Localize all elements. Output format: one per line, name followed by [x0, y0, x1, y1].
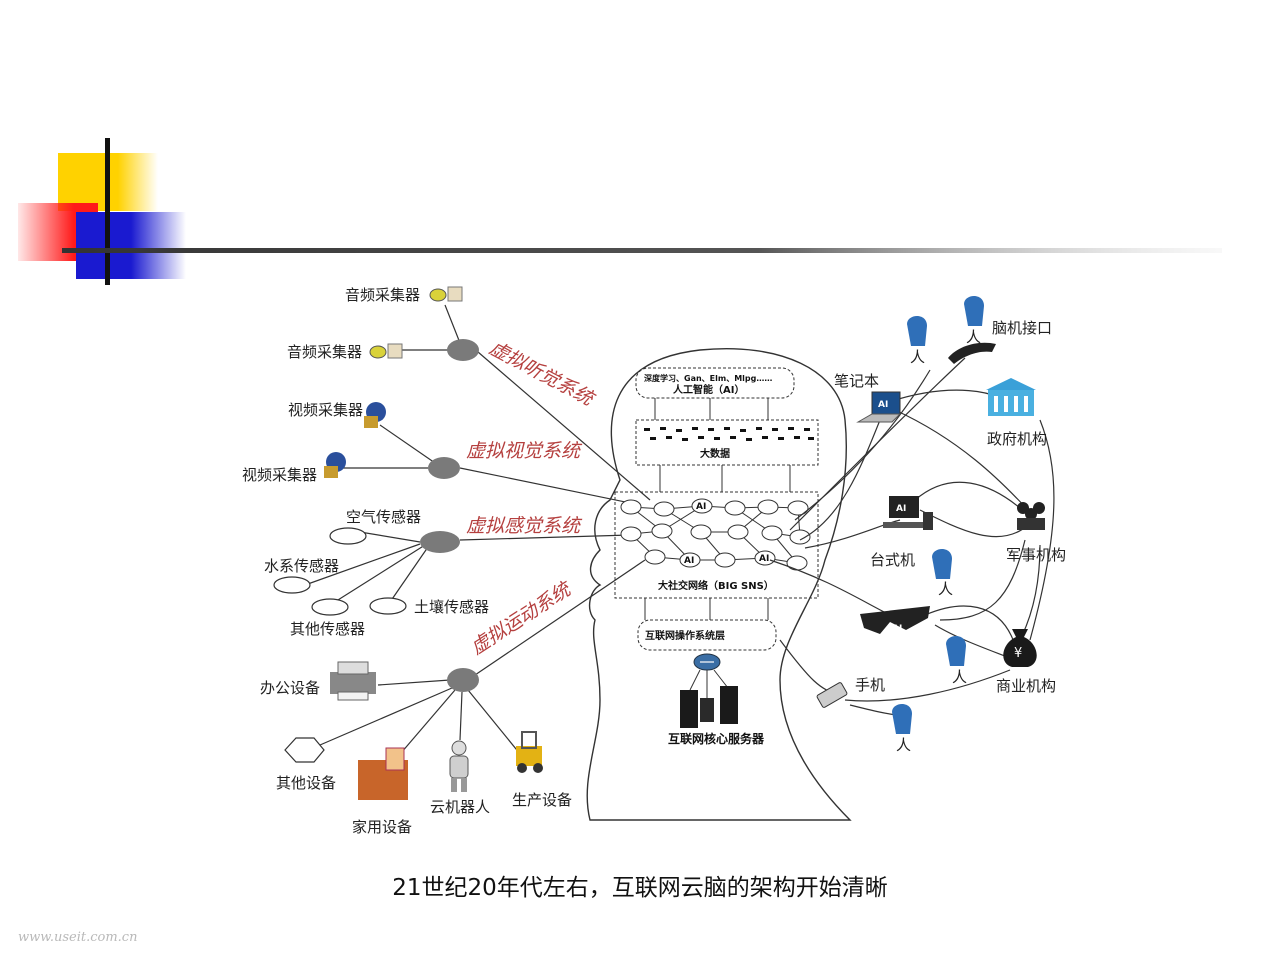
video-camera-icon	[324, 452, 346, 478]
label-other-device: 其他设备	[276, 774, 336, 792]
hub-auditory	[447, 339, 479, 361]
label-virtual-sensory: 虚拟感觉系统	[466, 515, 583, 537]
slide-caption: 21世纪20年代左右，互联网云脑的架构开始清晰	[392, 875, 888, 901]
mobile-phone-icon	[816, 682, 848, 708]
label-laptop: 笔记本	[834, 372, 879, 390]
ai-layer-box	[635, 367, 795, 399]
svg-text:¥: ¥	[1014, 646, 1022, 661]
label-audio-2: 音频采集器	[287, 343, 362, 361]
label-other-sensor: 其他传感器	[290, 620, 365, 638]
deco-vertical-line	[105, 138, 110, 285]
label-military: 军事机构	[1006, 546, 1066, 564]
hub-visual	[428, 457, 460, 479]
printer-icon	[330, 661, 376, 701]
robot-icon	[449, 740, 469, 792]
sensor-ellipses	[273, 527, 407, 616]
desktop-computer-icon: AI	[883, 496, 933, 530]
server-rack-icon	[720, 686, 738, 724]
person-icon	[946, 636, 966, 666]
hub-motor	[447, 668, 479, 692]
core-servers-label: 互联网核心服务器	[668, 731, 765, 746]
watermark: www.useit.com.cn	[18, 930, 138, 945]
os-layer-label: 互联网操作系统层	[645, 629, 725, 642]
label-virtual-motor: 虚拟运动系统	[467, 577, 577, 659]
title-decoration	[18, 138, 1222, 285]
bigdata-blocks	[644, 427, 814, 441]
label-government: 政府机构	[987, 430, 1047, 448]
ai-node-label: AI	[696, 502, 706, 512]
svg-text:AI: AI	[896, 504, 906, 514]
ai-node-label: AI	[759, 554, 769, 564]
sns-layer-label: 大社交网络（BIG SNS）	[658, 579, 774, 592]
left-hubs	[420, 339, 479, 692]
soil-sensor-shape	[369, 597, 407, 615]
bci-headset-icon	[948, 342, 996, 364]
hub-sensory	[420, 531, 460, 553]
label-person: 人	[910, 348, 925, 366]
label-video-1: 视频采集器	[288, 401, 363, 419]
ai-node-label: AI	[684, 556, 694, 566]
money-bag-icon: ¥	[1003, 629, 1037, 667]
label-office-device: 办公设备	[260, 679, 320, 697]
label-air-sensor: 空气传感器	[346, 508, 421, 526]
home-appliance-icon	[358, 747, 408, 800]
person-icon	[964, 296, 984, 326]
ai-layer-label: 人工智能（AI）	[673, 383, 744, 396]
government-building-icon	[986, 378, 1036, 416]
right-labels: 脑机接口 笔记本 政府机构 台式机 军事机构 手机 商业机构 人 人 人 人 人	[834, 319, 1066, 754]
other-device-hexagon	[284, 737, 325, 763]
air-sensor-shape	[329, 527, 367, 545]
bigdata-sns-links	[659, 465, 791, 492]
router-icon	[693, 653, 721, 671]
label-business: 商业机构	[996, 677, 1056, 695]
label-person: 人	[896, 736, 911, 754]
label-home-device: 家用设备	[352, 818, 412, 836]
person-icon	[907, 316, 927, 346]
label-soil-sensor: 土壤传感器	[414, 598, 489, 616]
svg-text:AI: AI	[892, 624, 902, 634]
server-rack-icons	[689, 669, 729, 700]
video-camera-icon	[364, 402, 386, 428]
left-labels: 音频采集器 音频采集器 视频采集器 视频采集器 空气传感器 水系传感器 土壤传感…	[242, 286, 572, 836]
label-water-sensor: 水系传感器	[264, 557, 339, 575]
other-sensor-shape	[311, 598, 349, 616]
label-bci: 脑机接口	[992, 319, 1052, 337]
audio-collector-icon	[369, 343, 403, 359]
label-person: 人	[966, 328, 981, 346]
label-cloud-robot: 云机器人	[430, 798, 490, 816]
left-connectors	[304, 304, 651, 761]
audio-collector-icon	[429, 286, 463, 302]
laptop-icon: AI	[856, 391, 902, 423]
ai-algorithms-label: 深度学习、Gan、Elm、Mlpg……	[644, 373, 772, 383]
sns-os-links	[644, 598, 769, 620]
label-virtual-auditory: 虚拟听觉系统	[486, 337, 600, 411]
military-icon	[1017, 502, 1045, 530]
ai-bigdata-links	[654, 398, 769, 420]
label-production-device: 生产设备	[512, 791, 572, 809]
server-rack-icon	[700, 698, 714, 722]
deco-horizontal-line	[62, 248, 1222, 253]
right-connectors	[769, 357, 1055, 716]
person-icon	[932, 549, 952, 579]
label-person: 人	[938, 580, 953, 598]
label-person: 人	[952, 668, 967, 686]
person-icon	[892, 704, 912, 734]
vr-glasses-icon: AI	[860, 606, 930, 634]
label-desktop: 台式机	[870, 551, 915, 569]
label-virtual-visual: 虚拟视觉系统	[466, 440, 583, 462]
water-sensor-shape	[273, 576, 311, 594]
forklift-icon	[516, 731, 543, 773]
label-phone: 手机	[855, 676, 885, 694]
bigdata-label: 大数据	[700, 447, 730, 460]
deco-blue-block	[76, 212, 186, 279]
head-outline	[586, 347, 852, 821]
os-layer-box	[637, 619, 777, 651]
label-audio-1: 音频采集器	[345, 286, 420, 304]
sns-network-nodes	[620, 498, 811, 571]
svg-text:AI: AI	[878, 400, 888, 410]
label-video-2: 视频采集器	[242, 466, 317, 484]
server-rack-icon	[680, 690, 698, 728]
